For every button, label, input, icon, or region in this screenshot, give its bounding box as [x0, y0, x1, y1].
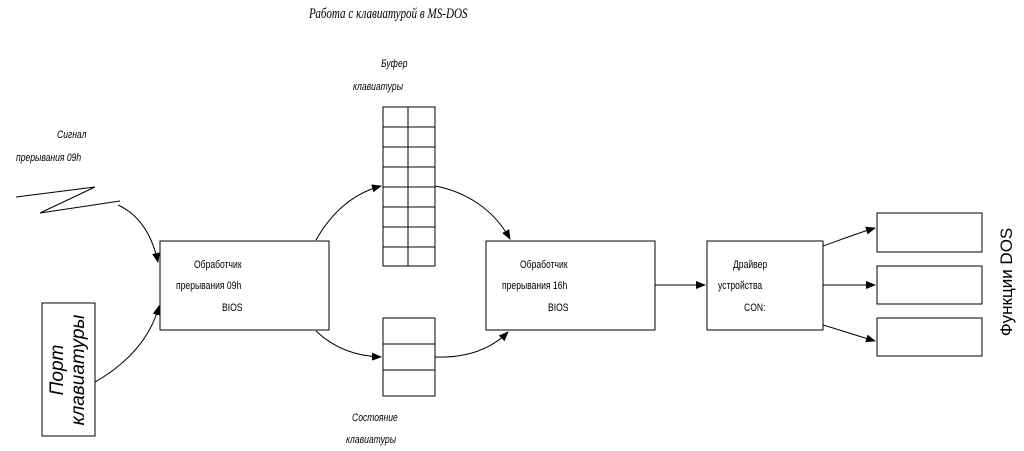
handler09-box — [159, 240, 330, 331]
buffer-label-line1: Буфер — [381, 58, 408, 70]
buffer-label-line2: клавиатуры — [353, 81, 404, 93]
arrow-driver-to-dos3 — [822, 324, 876, 343]
dos-function-box — [876, 265, 983, 305]
arrow-handler09-to-state — [315, 330, 382, 361]
driver-label-line2: устройства — [718, 280, 763, 292]
handler09-label-line1: Обработчик — [194, 259, 242, 271]
handler16-label-line2: прерывания 16h — [502, 280, 568, 292]
state-grid — [382, 317, 436, 397]
arrow-port-to-handler09 — [94, 305, 161, 383]
arrow-state-to-handler16 — [434, 331, 509, 358]
driver-box — [706, 240, 824, 331]
arrow-driver-to-dos1 — [822, 226, 876, 247]
diagram-title: Работа с клавиатурой в MS-DOS — [309, 6, 468, 22]
arrow-handler09-to-buffer — [315, 184, 382, 241]
port-box — [41, 302, 96, 437]
signal-label-line1: Сигнал — [57, 129, 87, 141]
signal-zigzag — [15, 186, 121, 214]
handler09-label-line2: прерывания 09h — [176, 280, 242, 292]
dos-function-box — [876, 212, 983, 253]
buffer-grid — [382, 106, 436, 267]
handler16-label-line1: Обработчик — [520, 259, 568, 271]
handler16-label-line3: BIOS — [548, 302, 569, 314]
arrow-buffer-to-handler16 — [434, 185, 511, 240]
handler16-box — [485, 240, 656, 331]
arrow-signal-to-handler09 — [117, 204, 160, 263]
driver-label-line3: CON: — [744, 302, 766, 314]
state-label-line1: Состояние — [352, 412, 398, 424]
port-label: Порт клавиатуры — [47, 300, 89, 440]
dos-function-box — [876, 317, 983, 357]
port-label-line2: клавиатуры — [68, 314, 89, 426]
port-label-line1: Порт — [47, 344, 68, 396]
dos-functions-label: Функции DOS — [997, 227, 1016, 337]
driver-label-line1: Драйвер — [733, 259, 768, 271]
signal-label-line2: прерывания 09h — [16, 152, 82, 164]
handler09-label-line3: BIOS — [222, 302, 243, 314]
state-label-line2: клавиатуры — [346, 434, 397, 446]
